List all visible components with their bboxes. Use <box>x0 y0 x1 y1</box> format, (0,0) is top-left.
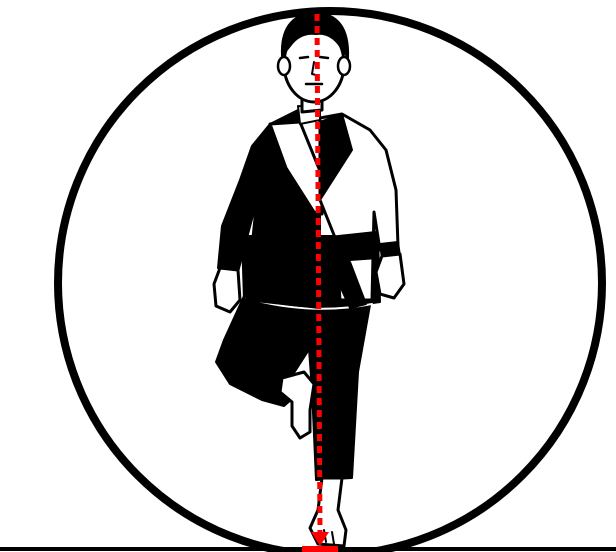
balance-point-marker <box>302 546 338 552</box>
right-ear <box>338 57 350 75</box>
left-hand <box>214 268 240 312</box>
left-ear <box>278 57 290 75</box>
standing-leg <box>306 305 370 480</box>
right-hand <box>376 254 404 298</box>
karate-practitioner-figure <box>214 12 404 546</box>
belt <box>320 232 378 262</box>
